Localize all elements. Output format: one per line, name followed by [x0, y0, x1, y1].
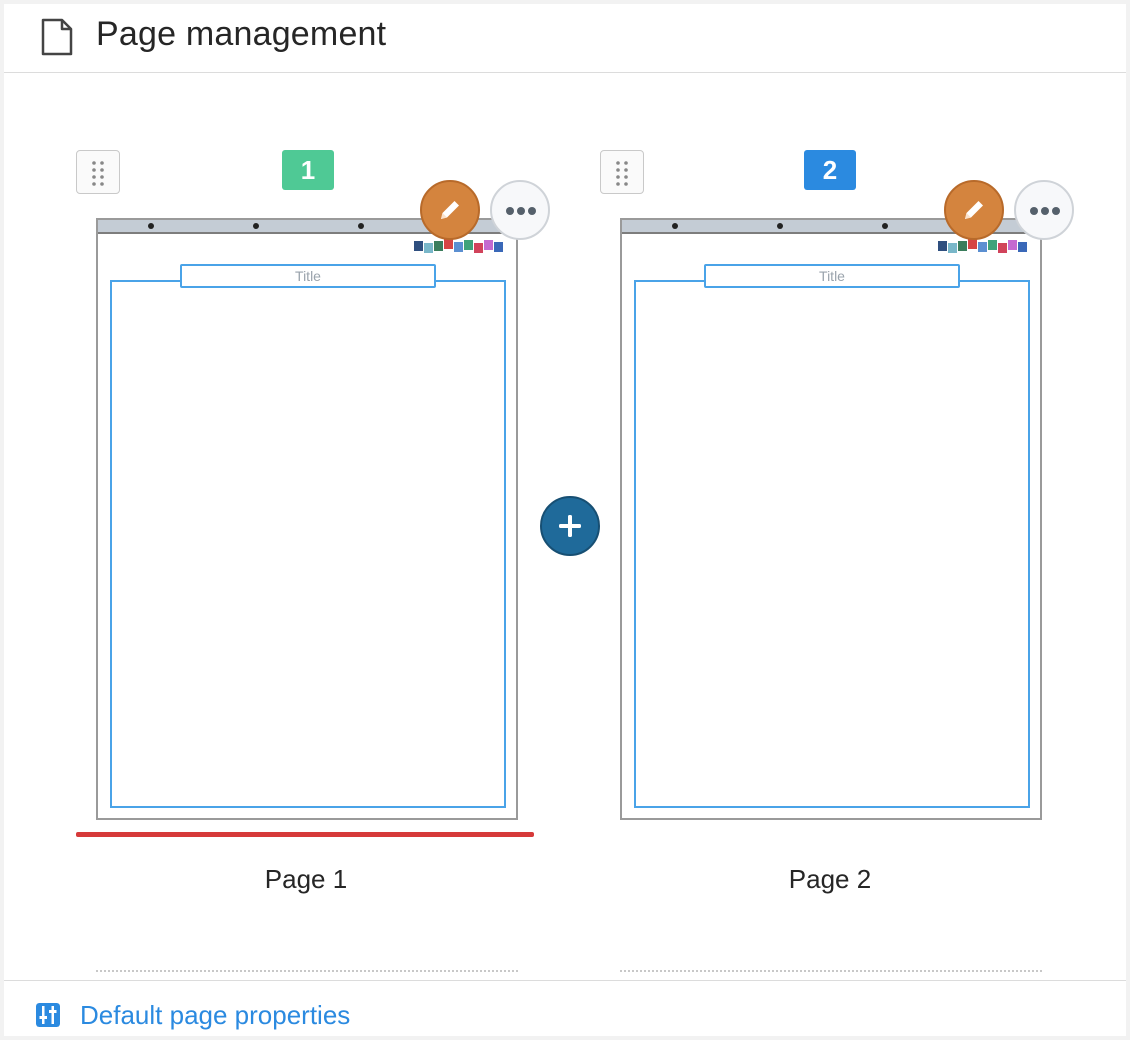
page-label-1: Page 1 [264, 864, 348, 894]
thumbnail-title-field: Title [704, 264, 960, 288]
pencil-icon [441, 201, 459, 219]
divider [96, 970, 518, 972]
thumbnail-header-strip [98, 220, 516, 234]
more-options-page-2-button[interactable] [1014, 180, 1074, 240]
page-number-badge: 2 [804, 150, 856, 190]
ellipsis-icon [1030, 207, 1060, 215]
drag-handle-page-1[interactable] [76, 150, 120, 194]
drag-handle-icon [616, 161, 628, 186]
drag-handle-page-2[interactable] [600, 150, 644, 194]
divider [620, 970, 1042, 972]
page-number-badge: 1 [282, 150, 334, 190]
thumbnail-content-area [110, 280, 506, 808]
page-thumbnail-2[interactable]: Title [620, 218, 1042, 820]
page-card-2: 2 Title [600, 144, 1074, 974]
thumbnail-content-area [634, 280, 1030, 808]
drag-handle-icon [92, 161, 104, 186]
thumbnail-logo [938, 239, 1027, 253]
panel-footer: Default page properties [4, 980, 1126, 1037]
add-page-button[interactable] [540, 496, 600, 556]
panel-header: Page management [4, 4, 1126, 73]
default-page-properties-link[interactable]: Default page properties [80, 1000, 351, 1030]
plus-icon [559, 515, 581, 537]
pencil-icon [965, 201, 983, 219]
edit-page-1-button[interactable] [420, 180, 480, 240]
selected-page-indicator [76, 832, 534, 837]
thumbnail-header-strip [622, 220, 1040, 234]
document-icon [41, 18, 73, 56]
ellipsis-icon [506, 207, 536, 215]
page-card-1: 1 Title [76, 144, 550, 974]
page-management-panel: Page management 1 [4, 4, 1126, 1036]
page-label-2: Page 2 [788, 864, 872, 894]
more-options-page-1-button[interactable] [490, 180, 550, 240]
thumbnail-title-field: Title [180, 264, 436, 288]
edit-page-2-button[interactable] [944, 180, 1004, 240]
page-title: Page management [96, 15, 387, 53]
sliders-icon [36, 1003, 60, 1027]
thumbnail-logo [414, 239, 503, 253]
page-thumbnail-1[interactable]: Title [96, 218, 518, 820]
